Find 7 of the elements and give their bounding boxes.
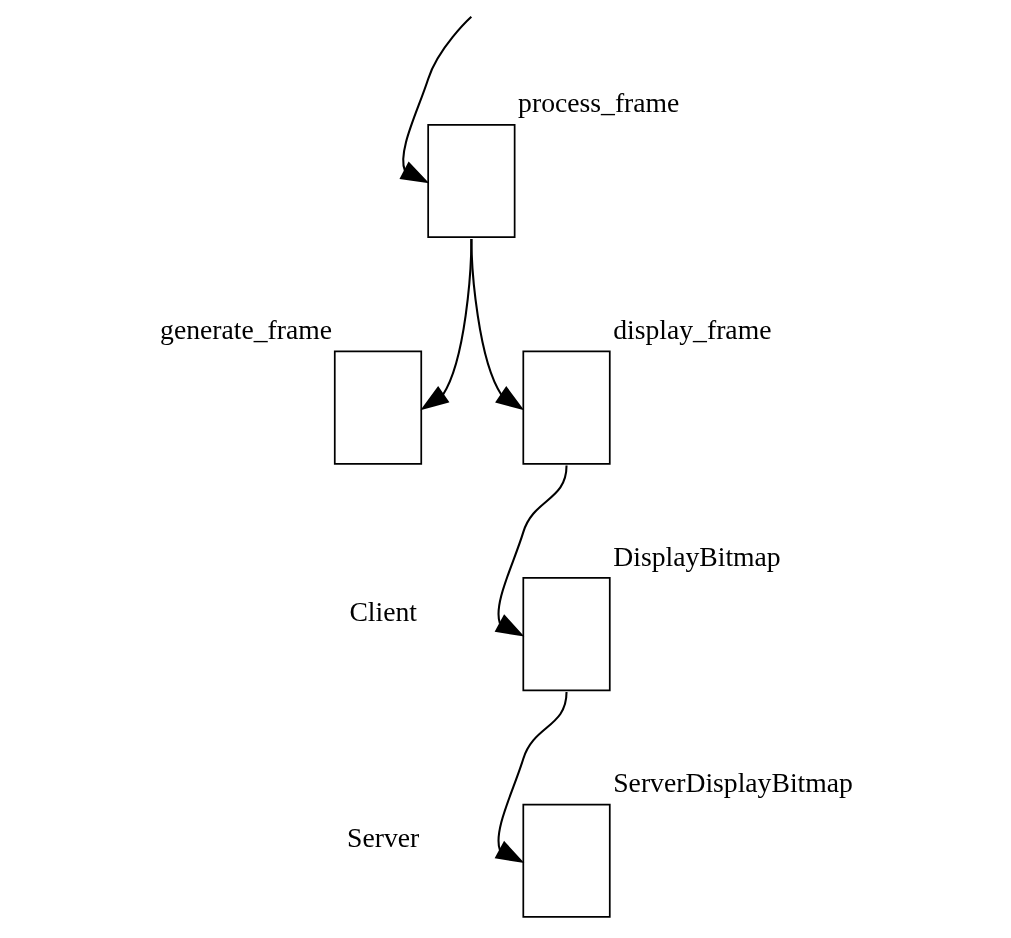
label: Server [346, 822, 419, 854]
node-label: DisplayBitmap [612, 540, 781, 572]
label: Client [348, 595, 417, 627]
node-label: generate_frame [159, 313, 332, 345]
node-label: process_frame [517, 87, 679, 119]
node-label: ServerDisplayBitmap [612, 767, 853, 799]
node-label: display_frame [612, 313, 771, 345]
